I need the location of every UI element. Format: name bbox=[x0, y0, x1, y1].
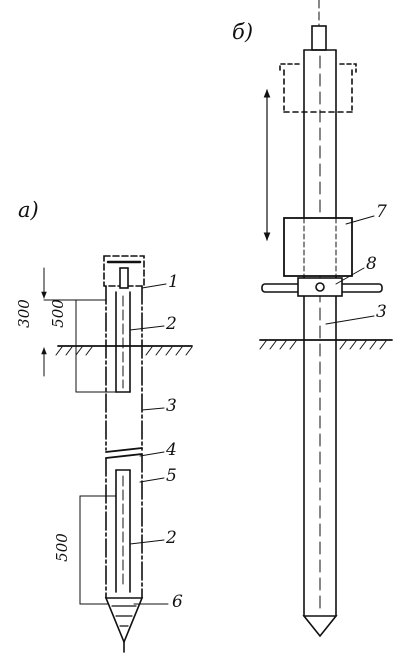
clamp-body bbox=[297, 277, 343, 297]
pile-a bbox=[41, 255, 193, 653]
callout-a-6: 6 bbox=[172, 592, 183, 612]
hammer bbox=[283, 217, 353, 277]
callout-a-3: 3 bbox=[166, 396, 177, 416]
dimension-500-top: 500 bbox=[48, 299, 67, 328]
ground-b-hatch bbox=[259, 340, 387, 350]
callout-a-2-top: 2 bbox=[166, 314, 177, 334]
callout-b-8: 8 bbox=[366, 254, 377, 274]
callout-b-3: 3 bbox=[376, 302, 387, 322]
clamp-bolt bbox=[315, 282, 325, 292]
pile-b bbox=[259, 0, 393, 638]
joint-line-1 bbox=[105, 447, 143, 453]
dimension-300: 300 bbox=[14, 299, 33, 328]
pile-b-tip bbox=[302, 615, 338, 638]
callout-a-2-bottom: 2 bbox=[166, 528, 177, 548]
rod-b bbox=[311, 25, 327, 51]
panel-label-b: б) bbox=[232, 20, 254, 44]
cap-pin bbox=[119, 267, 129, 289]
leaders-a bbox=[129, 283, 169, 605]
callout-a-5: 5 bbox=[166, 466, 177, 486]
joint-line-2 bbox=[105, 453, 143, 459]
dimension-500-bottom: 500 bbox=[52, 533, 71, 562]
callout-b-7: 7 bbox=[376, 202, 387, 222]
frame-right-top bbox=[339, 63, 357, 73]
callout-a-4: 4 bbox=[166, 440, 177, 460]
callout-a-1: 1 bbox=[168, 272, 179, 292]
panel-label-a: а) bbox=[18, 198, 39, 222]
ground-a-hatch bbox=[55, 346, 193, 356]
pile-a-tip bbox=[104, 597, 144, 645]
leaders-b bbox=[325, 215, 375, 325]
frame-left-top bbox=[279, 63, 301, 71]
